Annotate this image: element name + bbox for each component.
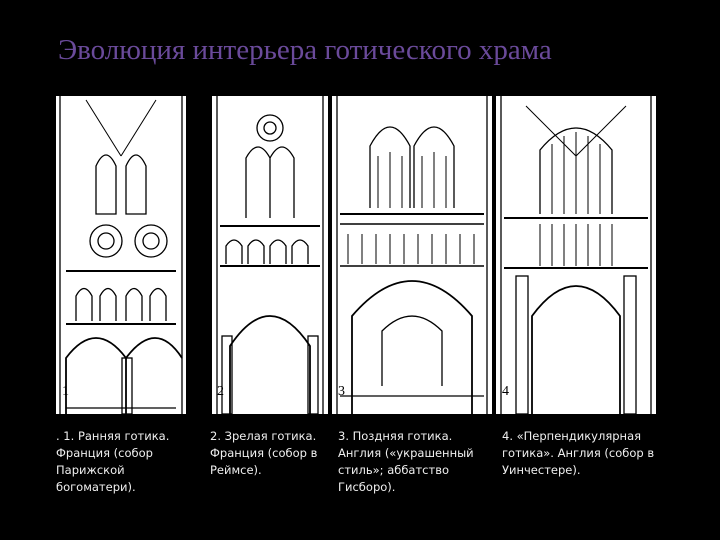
slide-title: Эволюция интерьера готического храма [58, 34, 552, 66]
panel-number: 1 [62, 384, 69, 399]
panel-number: 3 [338, 384, 345, 399]
engraving-mature-gothic [212, 96, 328, 414]
caption-late-gothic: 3. Поздняя готика. Англия («украшенный с… [338, 429, 474, 494]
caption-mature-gothic: 2. Зрелая готика. Франция (собор в Реймс… [210, 429, 318, 477]
caption-perpendicular-gothic: 4. «Перпендикулярная готика». Англия (со… [502, 429, 655, 477]
panel-number: 2 [217, 384, 224, 399]
engraving-early-gothic [56, 96, 186, 414]
engraving-late-gothic [332, 96, 492, 414]
engraving-perpendicular-gothic [496, 96, 656, 414]
panel-number: 4 [502, 384, 509, 399]
caption-early-gothic: . 1. Ранняя готика. Франция (собор Париж… [56, 429, 170, 494]
